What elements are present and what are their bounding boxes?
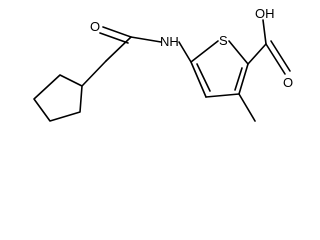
bond-carboxyl-o-2 bbox=[270, 40, 291, 72]
amide-nh-label: NH bbox=[160, 34, 179, 49]
bond-c4-c5 bbox=[190, 61, 207, 98]
bond-c4-c5-inner bbox=[196, 63, 211, 92]
bond-c2-c3-inner bbox=[234, 67, 243, 91]
bond-carbonyl-oxygen-1 bbox=[102, 26, 132, 38]
bond-c5-s bbox=[190, 40, 219, 63]
bond-carbonyl-nitrogen bbox=[130, 36, 162, 43]
bond-c3-c4 bbox=[205, 93, 240, 98]
cyclopentyl-ring bbox=[33, 74, 83, 122]
molecule-structure: O NH S OH O bbox=[33, 6, 293, 122]
bond-ch2-carbonyl bbox=[105, 36, 132, 62]
bond-c2-c3 bbox=[238, 63, 249, 95]
acid-oxygen-label: O bbox=[283, 75, 293, 90]
bond-c2-carboxyl bbox=[247, 43, 267, 65]
bond-nitrogen-thiophene bbox=[178, 41, 192, 63]
sulfur-label: S bbox=[219, 33, 228, 48]
bond-ring-ch2 bbox=[81, 60, 107, 87]
structure-canvas: O NH S OH O bbox=[33, 6, 293, 122]
carbonyl-oxygen-label: O bbox=[90, 19, 100, 34]
bond-methyl bbox=[238, 93, 256, 122]
bond-carbonyl-oxygen-2 bbox=[99, 32, 129, 44]
bond-carboxyl-o-1 bbox=[265, 43, 286, 75]
bond-s-c2 bbox=[228, 40, 249, 65]
bond-carboxyl-oh bbox=[262, 19, 267, 45]
hydroxyl-label: OH bbox=[255, 6, 275, 21]
